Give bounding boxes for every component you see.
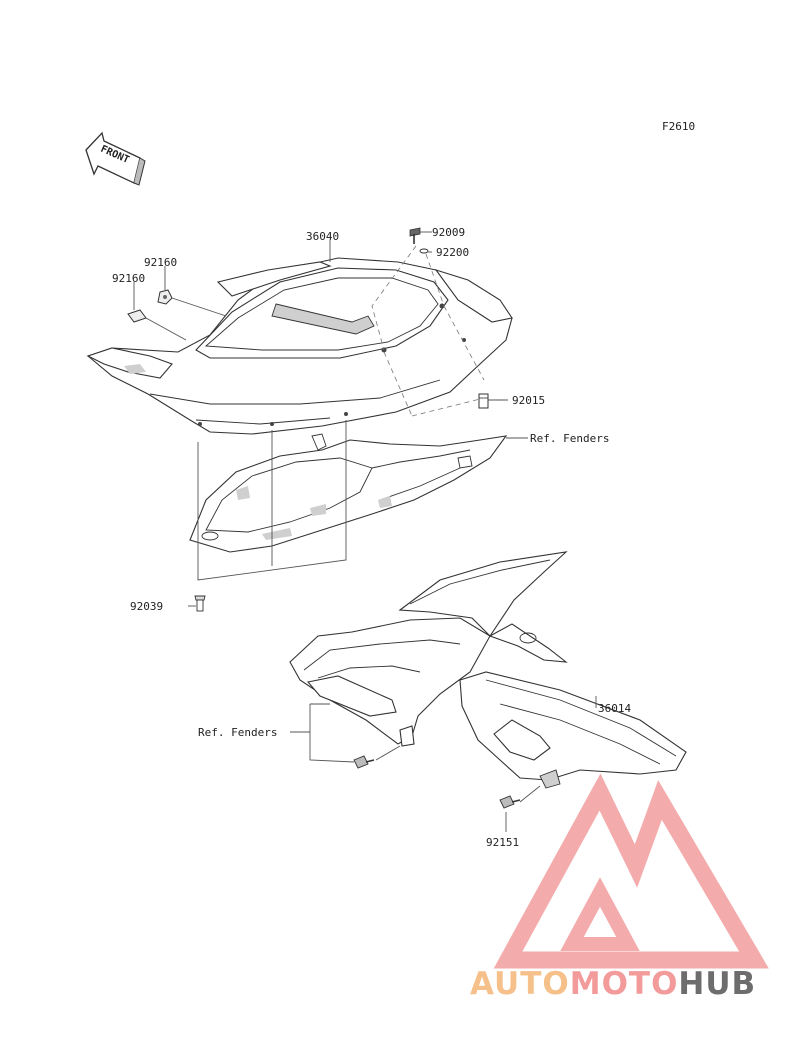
front-direction-arrow-icon: FRONT	[85, 131, 146, 186]
leader-lines	[133, 231, 597, 832]
label-36040: 36040	[306, 230, 339, 243]
watermark-auto: AUTOMOTOHUB	[470, 966, 756, 1002]
label-92200: 92200	[436, 246, 469, 259]
bolt-92009-icon	[409, 227, 421, 244]
label-92151: 92151	[486, 836, 519, 849]
label-92160-upper: 92160	[144, 256, 177, 269]
label-ref-fenders-lower: Ref. Fenders	[198, 726, 277, 739]
grommet-92160-lower-icon	[127, 309, 147, 323]
seat-cover-36040	[86, 257, 513, 435]
bolt-ref-fenders-icon	[353, 755, 375, 769]
figure-code: F2610	[662, 120, 695, 133]
washer-92200-icon	[419, 248, 429, 254]
label-36014: 36014	[598, 702, 631, 715]
rivet-92039-icon	[194, 595, 206, 612]
side-cover-36014	[289, 551, 687, 789]
automotohub-logo	[493, 773, 769, 969]
label-92009: 92009	[432, 226, 465, 239]
bolt-92151-icon	[499, 795, 521, 809]
label-92160-lower: 92160	[112, 272, 145, 285]
label-92015: 92015	[512, 394, 545, 407]
label-ref-fenders-upper: Ref. Fenders	[530, 432, 609, 445]
damper-92015-icon	[478, 393, 489, 409]
nut-92160-upper-icon	[157, 289, 173, 305]
inner-fender-tray	[189, 433, 508, 553]
label-92039: 92039	[130, 600, 163, 613]
